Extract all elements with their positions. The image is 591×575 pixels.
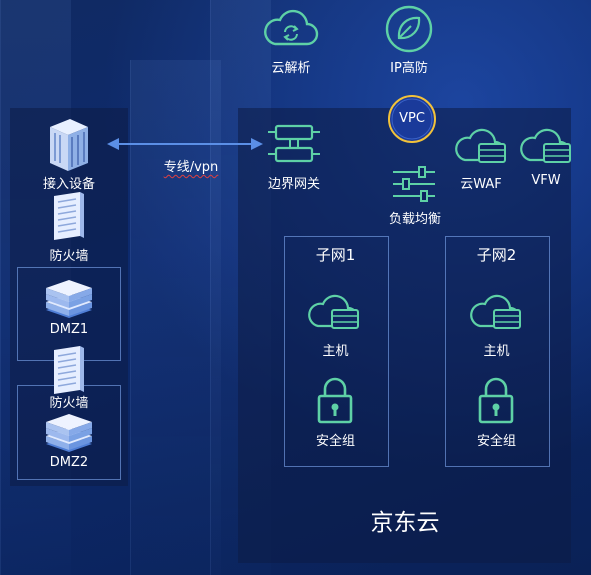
- dmz2-label: DMZ2: [49, 455, 89, 470]
- lock-icon: [477, 376, 515, 424]
- dedicated-line-label: 专线/vpn: [151, 156, 231, 175]
- load-balancer-label: 负载均衡: [388, 212, 441, 227]
- dmz2-stack-icon: [44, 410, 94, 454]
- security-group-2-label: 安全组: [476, 434, 516, 449]
- firewall-icon: [50, 344, 86, 396]
- border-gateway-icon: [268, 122, 320, 166]
- dedicated-line-arrow: [107, 136, 263, 152]
- cloud-dns-label: 云解析: [271, 61, 311, 76]
- vpc-badge: [387, 94, 437, 144]
- ip-protection-icon: [384, 4, 434, 54]
- vfw-icon: [520, 126, 572, 164]
- host-icon: [308, 292, 360, 330]
- host-1-label: 主机: [322, 344, 349, 359]
- dedicated-line-text: 专线/vpn: [163, 160, 219, 175]
- cloud-waf-icon: [455, 126, 507, 164]
- lock-icon: [316, 376, 354, 424]
- vpc-label: VPC: [399, 111, 425, 126]
- background-building: [130, 60, 221, 575]
- firewall-1-label: 防火墙: [49, 249, 89, 264]
- jd-cloud-title: 京东云: [370, 510, 440, 536]
- host-2-label: 主机: [483, 344, 510, 359]
- subnet2-box: [445, 236, 550, 467]
- dmz1-label: DMZ1: [49, 322, 89, 337]
- firewall-icon: [50, 190, 86, 242]
- access-device-label: 接入设备: [42, 177, 95, 192]
- ip-protection-label: IP高防: [390, 61, 428, 76]
- dmz1-stack-icon: [44, 276, 94, 320]
- cloud-dns-icon: [263, 8, 319, 48]
- subnet2-label: 子网2: [476, 246, 517, 264]
- vfw-label: VFW: [531, 173, 561, 188]
- security-group-1-label: 安全组: [315, 434, 355, 449]
- firewall-2-label: 防火墙: [49, 396, 89, 411]
- server-icon: [44, 115, 94, 173]
- cloud-waf-label: 云WAF: [460, 177, 502, 192]
- host-icon: [470, 292, 522, 330]
- subnet1-label: 子网1: [315, 246, 356, 264]
- load-balancer-icon: [391, 164, 437, 204]
- subnet1-box: [284, 236, 389, 467]
- border-gateway-label: 边界网关: [267, 177, 320, 192]
